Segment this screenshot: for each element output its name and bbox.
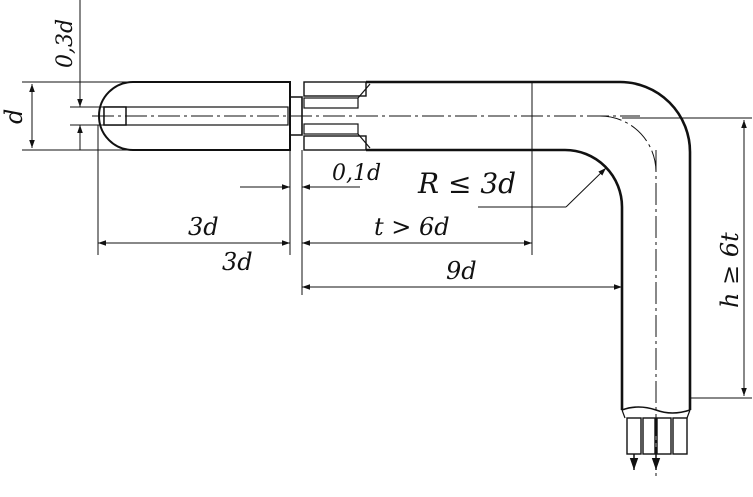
label-3d-lower: 3d: [222, 248, 253, 276]
dimension-h: h ≥ 6t: [716, 120, 747, 396]
extension-lines: [22, 81, 752, 399]
dimension-03d: 0,3d: [53, 0, 83, 150]
label-9d: 9d: [446, 257, 477, 285]
label-03d: 0,3d: [53, 19, 78, 68]
centre-lines: [92, 115, 657, 480]
label-radius: R ≤ 3d: [417, 167, 516, 200]
dimension-9d: 9d: [302, 257, 622, 290]
bent-conductor: [304, 80, 692, 410]
dimension-t: t > 6d: [302, 213, 532, 246]
label-3d-upper: 3d: [188, 213, 219, 241]
label-t: t > 6d: [374, 213, 450, 241]
dimension-radius: R ≤ 3d: [417, 167, 607, 208]
dimension-d: d: [0, 84, 35, 148]
dimension-3d-upper: 3d: [98, 213, 290, 246]
label-h: h ≥ 6t: [716, 232, 744, 308]
dimension-01d: 0,1d: [240, 161, 381, 190]
label-d: d: [0, 109, 28, 124]
label-01d: 0,1d: [332, 161, 381, 186]
dimension-3d-lower: 3d: [222, 248, 253, 276]
